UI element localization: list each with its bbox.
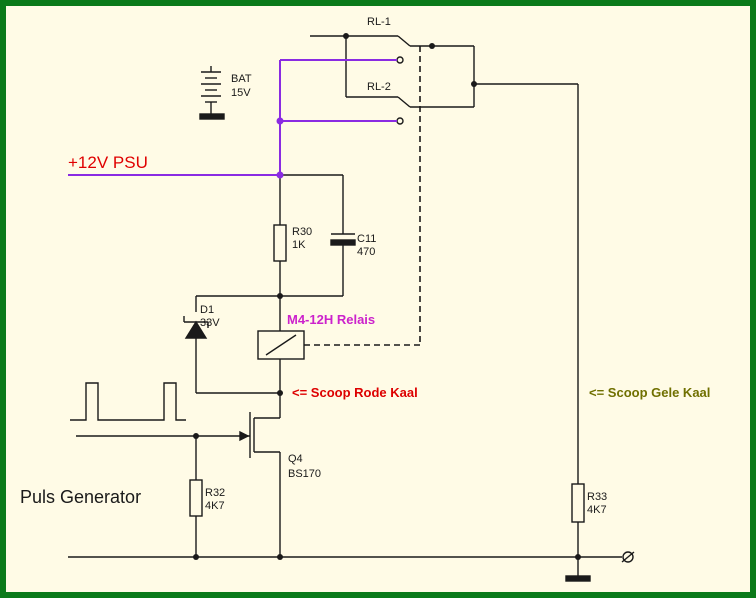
psu-junction-dots [276, 117, 284, 179]
q4-value-label: BS170 [288, 468, 321, 480]
c11-value-label: 470 [357, 246, 375, 258]
bat-voltage-label: 15V [231, 87, 251, 99]
d1-value-label: 33V [200, 317, 220, 329]
wires [68, 35, 635, 582]
scoop-red-label: <= Scoop Rode Kaal [292, 385, 418, 400]
d1-name-label: D1 [200, 304, 214, 316]
canvas-background [6, 6, 750, 592]
c11-name-label: C11 [357, 233, 376, 245]
bat-name-label: BAT [231, 73, 252, 85]
rl1-label: RL-1 [367, 16, 391, 28]
junction-dots [193, 33, 581, 560]
r30-value-label: 1K [292, 239, 306, 251]
scoop-yellow-label: <= Scoop Gele Kaal [589, 385, 710, 400]
pulse-generator-label: Puls Generator [20, 487, 141, 507]
r33-value-label: 4K7 [587, 504, 607, 516]
relay-label: M4-12H Relais [287, 312, 375, 327]
rl2-label: RL-2 [367, 81, 391, 93]
r30-name-label: R30 [292, 226, 312, 238]
q4-name-label: Q4 [288, 453, 303, 465]
r33-name-label: R33 [587, 491, 607, 503]
r32-value-label: 4K7 [205, 500, 225, 512]
r32-name-label: R32 [205, 487, 225, 499]
psu-label: +12V PSU [68, 153, 148, 172]
